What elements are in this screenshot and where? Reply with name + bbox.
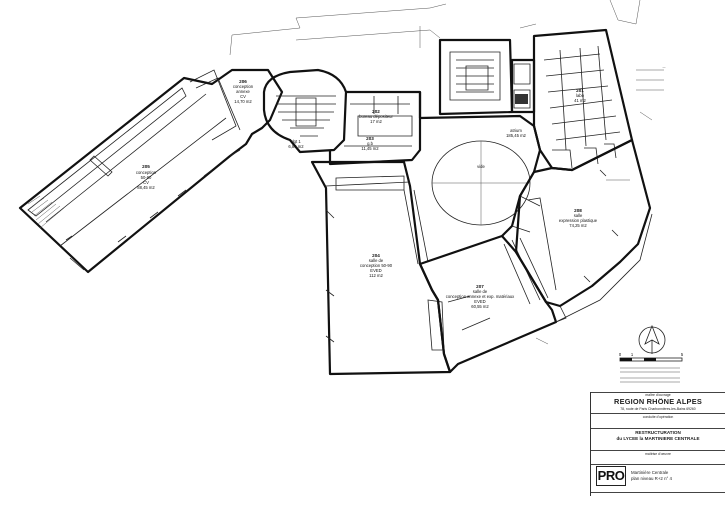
- room-205-label: 205 conception 50-90 CV 88,45 m2: [136, 164, 157, 190]
- svg-text:salle de: salle de: [473, 289, 488, 294]
- svg-text:112 m2: 112 m2: [369, 273, 383, 278]
- svg-text:203: 203: [366, 136, 374, 141]
- cartouche-project-sub: du LYCEE la MARTINIERE CENTRALE: [616, 436, 700, 441]
- room-206-label: 206 conception annexe CV 14,70 m2: [233, 79, 254, 104]
- wall-stair-tower: [438, 38, 514, 116]
- svg-text:185,45 m2: 185,45 m2: [506, 133, 526, 138]
- scale-tick-0: 0: [619, 352, 622, 357]
- cartouche-site: Martinière Centrale: [631, 470, 669, 475]
- title-block: maître d'ouvrage REGION RHÔNE ALPES 78, …: [590, 392, 725, 496]
- svg-text:—: —: [663, 65, 666, 69]
- svg-text:CV: CV: [143, 180, 149, 185]
- svg-text:60,55 m2: 60,55 m2: [471, 304, 489, 309]
- svg-text:50-90: 50-90: [141, 175, 152, 180]
- svg-text:salle: salle: [574, 213, 583, 218]
- context-outline-2: [419, 23, 537, 48]
- svg-text:208: 208: [574, 208, 582, 213]
- room-208-label: 208 salle expression plastique 74,25 m2: [559, 208, 598, 228]
- svg-text:salle de: salle de: [369, 258, 384, 263]
- svg-text:88,45 m2: 88,45 m2: [137, 185, 155, 190]
- room-202-label: 202 bureau dépositeur 17 m2: [359, 109, 393, 124]
- svg-text:6,85 m2: 6,85 m2: [288, 144, 304, 149]
- svg-text:205: 205: [142, 164, 150, 169]
- north-arrow: [638, 324, 666, 354]
- cartouche-maitre: maître d'ouvrage: [645, 393, 671, 397]
- door-204: [325, 209, 335, 343]
- svg-text:labo: labo: [576, 93, 585, 98]
- svg-text:bureau dépositeur: bureau dépositeur: [359, 114, 393, 119]
- annotation-leaders: [535, 69, 664, 345]
- room-204-label: 204 salle de conception 50-90 EVED 112 m…: [360, 253, 393, 278]
- svg-text:204: 204: [372, 253, 380, 258]
- svg-text:dgt 1: dgt 1: [291, 139, 301, 144]
- svg-text:202: 202: [372, 109, 380, 114]
- svg-text:41 m2: 41 m2: [574, 98, 586, 103]
- cartouche-conduct: conduite d'opération: [642, 415, 674, 419]
- svg-text:conception: conception: [233, 84, 254, 89]
- svg-text:74,25 m2: 74,25 m2: [569, 223, 587, 228]
- svg-text:expression plastique: expression plastique: [559, 218, 598, 223]
- svg-text:EVED: EVED: [370, 268, 381, 273]
- svg-text:CV: CV: [240, 94, 246, 99]
- room-201-label: 201 labo 41 m2: [574, 88, 586, 103]
- svg-text:206: 206: [239, 79, 247, 84]
- wall-lift: [510, 58, 536, 114]
- svg-text:14,70 m2: 14,70 m2: [234, 99, 252, 104]
- cartouche-sheet: plan niveau R+2 n° 4: [631, 476, 672, 481]
- context-outline: [229, 0, 641, 56]
- void-label: vide: [477, 164, 485, 169]
- room-203-label: 203 g.b 11,45 m2: [361, 136, 379, 151]
- svg-text:17 m2: 17 m2: [370, 119, 382, 124]
- cartouche-project: RESTRUCTURATION: [635, 430, 681, 435]
- scale-tick-5: 5: [681, 352, 684, 357]
- scale-tick-1: 1: [631, 352, 634, 357]
- cartouche-client-sub: 78, route de Paris Charbonnières-les-Bai…: [620, 407, 696, 411]
- atrium-label: atrium 185,45 m2: [506, 128, 526, 138]
- svg-text:201: 201: [576, 88, 584, 93]
- svg-text:EVED: EVED: [474, 299, 485, 304]
- wall-room-207: [418, 234, 558, 374]
- svg-text:conception annexe et exp. maté: conception annexe et exp. matériaux: [446, 294, 515, 299]
- svg-text:11,45 m2: 11,45 m2: [361, 146, 379, 151]
- dgt-label: dgt 1 6,85 m2: [288, 139, 304, 149]
- cartouche-moe: maîtrise d'oeuvre: [645, 452, 671, 456]
- room-207-label: 207 salle de conception annexe et exp. m…: [446, 284, 515, 309]
- stair-205: [27, 195, 65, 229]
- cartouche-client: REGION RHÔNE ALPES: [614, 398, 702, 406]
- wall-central-stair: [262, 68, 348, 154]
- svg-text:207: 207: [476, 284, 484, 289]
- svg-text:g.b: g.b: [367, 141, 373, 146]
- svg-text:atrium: atrium: [510, 128, 522, 133]
- scale-bar: 0 1 5: [619, 352, 684, 362]
- svg-text:conception: conception: [136, 170, 157, 175]
- svg-text:annexe: annexe: [236, 89, 250, 94]
- wall-left-inner: [27, 87, 227, 271]
- svg-text:conception 50-90: conception 50-90: [360, 263, 393, 268]
- architect-logo: PRO: [596, 466, 626, 486]
